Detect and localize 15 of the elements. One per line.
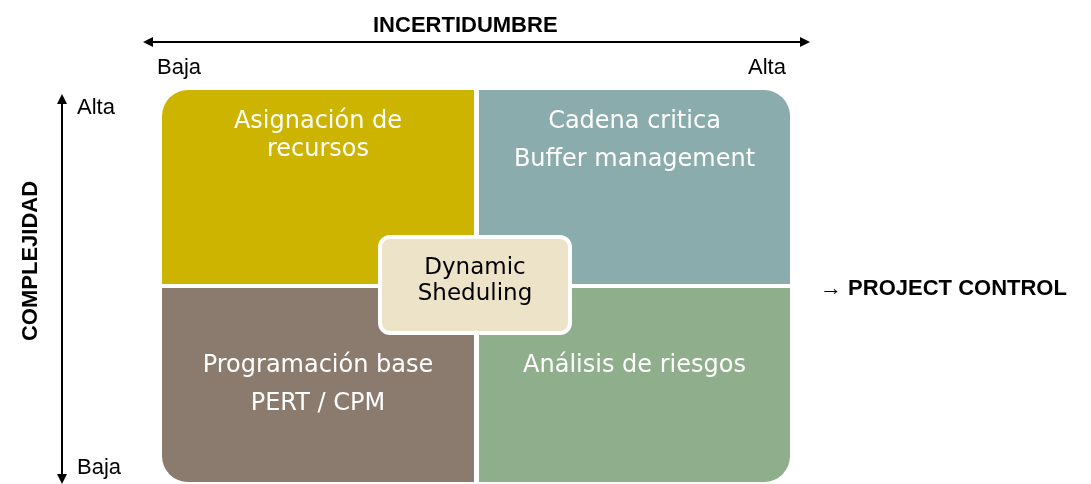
axis-end-label: Baja — [77, 454, 122, 480]
axis-end-label: Alta — [748, 54, 786, 80]
quadrant-label: Cadena critica — [548, 106, 721, 134]
quadrant-label: Análisis de riesgos — [523, 350, 746, 378]
side-note: → PROJECT CONTROL — [820, 275, 1067, 301]
center-label: Dynamic Sheduling — [416, 253, 534, 305]
axis-end-label: Alta — [77, 94, 115, 120]
axis-title: INCERTIDUMBRE — [373, 12, 558, 38]
center-box — [378, 235, 572, 335]
quadrant-label: Asignación de recursos — [232, 106, 404, 162]
quadrant-label: Programación base — [202, 350, 434, 378]
quadrant-label: Buffer management — [513, 144, 756, 172]
quadrant-label: PERT / CPM — [250, 388, 386, 416]
axis-title: COMPLEJIDAD — [17, 180, 44, 342]
axis-end-label: Baja — [157, 54, 202, 80]
